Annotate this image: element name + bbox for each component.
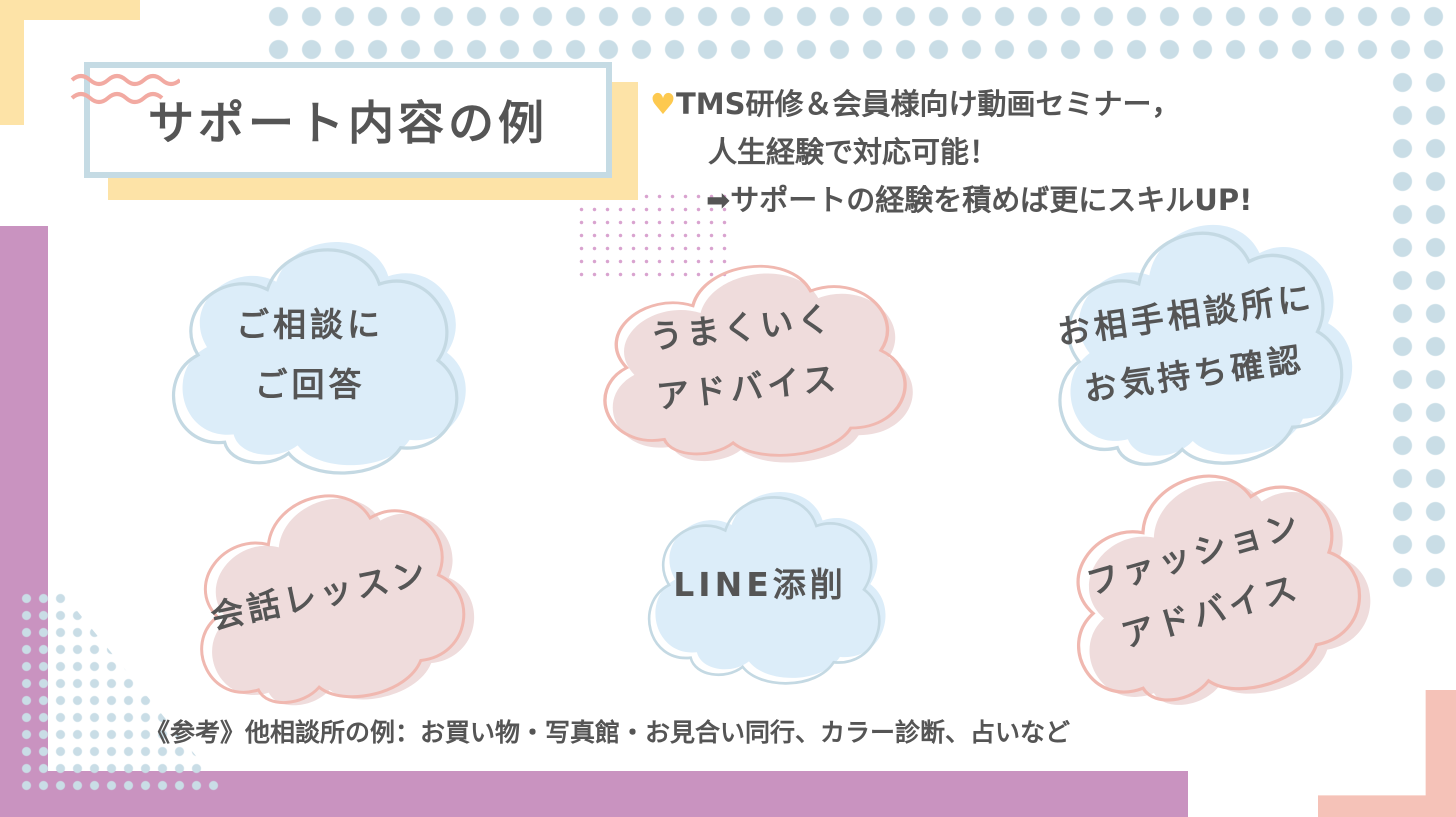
cloud-text-line: ご相談に: [236, 305, 384, 344]
cloud-card: お相手相談所にお気持ち確認: [1030, 220, 1353, 470]
page-title: サポート内容の例: [84, 62, 612, 178]
intro-line-2: 人生経験で対応可能！: [708, 135, 999, 169]
intro-line-3: ➡サポートの経験を積めば更にスキルUP!: [706, 183, 1253, 217]
decor-yellow-bar: [0, 0, 140, 20]
cloud-text-line: LINE添削: [673, 565, 847, 604]
intro-message: ♥TMS研修＆会員様向け動画セミナー， 人生経験で対応可能！ ➡サポートの経験を…: [650, 80, 1252, 224]
cloud-text: うまくいくアドバイス: [565, 238, 925, 477]
cloud-card: 会話レッスン: [170, 485, 475, 706]
cloud-text-line: 会話レッスン: [207, 552, 433, 637]
cloud-text: ご相談にご回答: [150, 235, 470, 475]
heart-icon: ♥: [650, 87, 676, 121]
cloud-shape-icon: [1058, 224, 1353, 466]
cloud-text-line: ご回答: [254, 365, 366, 404]
decor-dots-top: [262, 0, 1456, 66]
cloud-shape-icon: [603, 264, 913, 463]
intro-line-1: TMS研修＆会員様向け動画セミナー，: [676, 87, 1181, 121]
cloud-card: ファッションアドバイス: [1040, 465, 1371, 705]
cloud-card: ご相談にご回答: [150, 235, 470, 475]
cloud-card: LINE添削: [630, 485, 890, 685]
reference-note: 《参考》他相談所の例：お買い物・写真館・お見合い同行、カラー診断、占いなど: [145, 718, 1071, 747]
decor-dots-pink: [575, 190, 735, 280]
decor-dots-right: [1386, 66, 1452, 590]
wave-decoration-icon: [70, 74, 180, 104]
cloud-shape-icon: [1076, 474, 1371, 705]
decor-yellow-bar: [0, 0, 24, 125]
cloud-text: LINE添削: [630, 485, 890, 685]
cloud-card: うまくいくアドバイス: [575, 255, 915, 463]
cloud-shape-icon: [647, 491, 886, 685]
cloud-shape-icon: [200, 494, 475, 706]
decor-pink-corner: [1318, 690, 1456, 817]
cloud-shape-icon: [172, 242, 466, 475]
